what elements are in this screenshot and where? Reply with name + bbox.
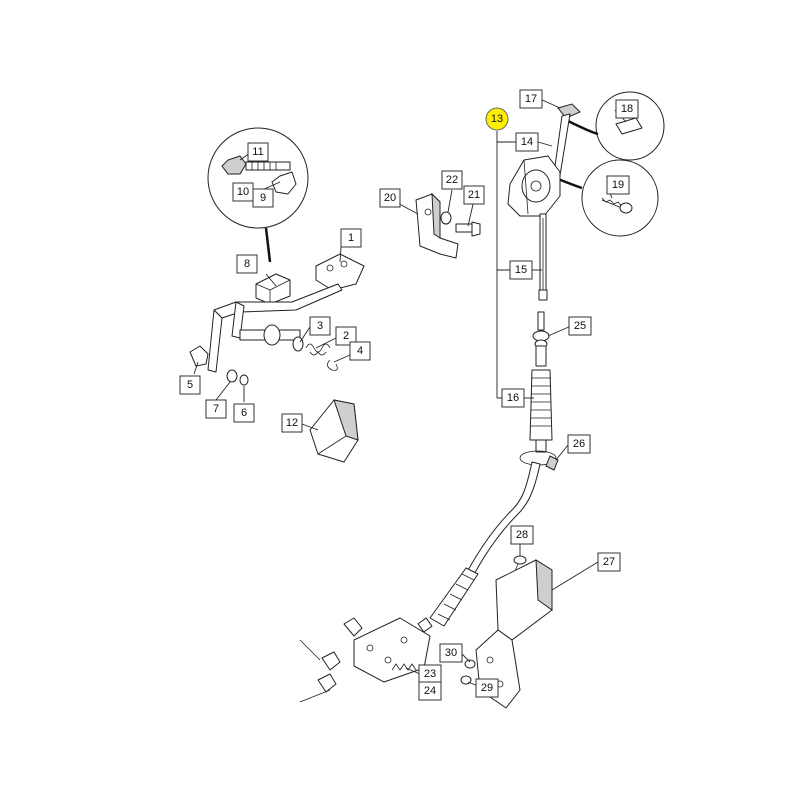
- callout-14: 14: [515, 132, 539, 152]
- svg-text:17: 17: [525, 93, 537, 105]
- callout-22: 22: [441, 170, 463, 190]
- callout-30: 30: [439, 643, 463, 663]
- bracket-20: [415, 192, 481, 259]
- pedal-bracket-assembly: [189, 253, 365, 386]
- callout-25: 25: [568, 316, 592, 336]
- svg-text:9: 9: [260, 192, 266, 204]
- svg-text:30: 30: [445, 647, 457, 659]
- svg-text:13: 13: [491, 113, 503, 125]
- callout-16: 16: [501, 388, 525, 408]
- callout-6: 6: [233, 403, 255, 423]
- callout-20: 20: [379, 188, 401, 208]
- callout-4: 4: [349, 341, 371, 361]
- callout-5: 5: [179, 375, 201, 395]
- svg-text:18: 18: [621, 103, 633, 115]
- svg-text:7: 7: [213, 403, 219, 415]
- callout-18: 18: [615, 99, 639, 119]
- callout-29: 29: [475, 678, 499, 698]
- callout-13: 13: [485, 107, 509, 131]
- callout-15: 15: [509, 260, 533, 280]
- callout-11: 11: [247, 142, 269, 162]
- callout-23: 23: [418, 664, 442, 684]
- svg-text:4: 4: [357, 345, 363, 357]
- svg-text:1: 1: [348, 232, 354, 244]
- callout-26: 26: [567, 434, 591, 454]
- detail-leader-bolt: [264, 227, 272, 263]
- svg-text:3: 3: [317, 320, 323, 332]
- callout-12: 12: [281, 413, 303, 433]
- callout-1: 1: [340, 228, 362, 248]
- detail-circle-screw: [581, 159, 659, 237]
- callout-2: 2: [335, 326, 357, 346]
- svg-text:8: 8: [244, 258, 250, 270]
- svg-text:29: 29: [481, 682, 493, 694]
- cable-15-16: [417, 311, 559, 633]
- detail-circle-bolt: [207, 127, 309, 229]
- svg-text:21: 21: [468, 189, 480, 201]
- lower-linkage-bracket: [299, 617, 431, 703]
- callout-28: 28: [510, 525, 534, 545]
- svg-text:14: 14: [521, 136, 533, 148]
- callout-8: 8: [236, 254, 258, 274]
- callout-19: 19: [606, 175, 630, 195]
- svg-text:26: 26: [573, 438, 585, 450]
- svg-text:10: 10: [237, 186, 249, 198]
- callout-10: 10: [232, 182, 254, 202]
- callout-27: 27: [597, 552, 621, 572]
- svg-text:20: 20: [384, 192, 396, 204]
- svg-text:22: 22: [446, 174, 458, 186]
- svg-text:12: 12: [286, 417, 298, 429]
- svg-text:5: 5: [187, 379, 193, 391]
- callout-21: 21: [463, 185, 485, 205]
- svg-text:6: 6: [241, 407, 247, 419]
- svg-text:11: 11: [252, 146, 263, 158]
- detail-circle-pin: [595, 91, 665, 161]
- svg-text:28: 28: [516, 529, 528, 541]
- svg-text:27: 27: [603, 556, 615, 568]
- leader-lines: [193, 98, 627, 687]
- svg-text:2: 2: [343, 330, 349, 342]
- callout-9: 9: [252, 188, 274, 208]
- svg-text:23: 23: [424, 668, 436, 680]
- svg-text:15: 15: [515, 264, 527, 276]
- svg-text:25: 25: [574, 320, 586, 332]
- callout-7: 7: [205, 399, 227, 419]
- callout-17: 17: [519, 89, 543, 109]
- callout-3: 3: [309, 316, 331, 336]
- svg-text:24: 24: [424, 685, 436, 697]
- callout-24: 24: [418, 681, 442, 701]
- control-lever-assembly: [507, 103, 581, 301]
- svg-text:16: 16: [507, 392, 519, 404]
- svg-text:19: 19: [612, 179, 624, 191]
- boot-12: [309, 399, 359, 463]
